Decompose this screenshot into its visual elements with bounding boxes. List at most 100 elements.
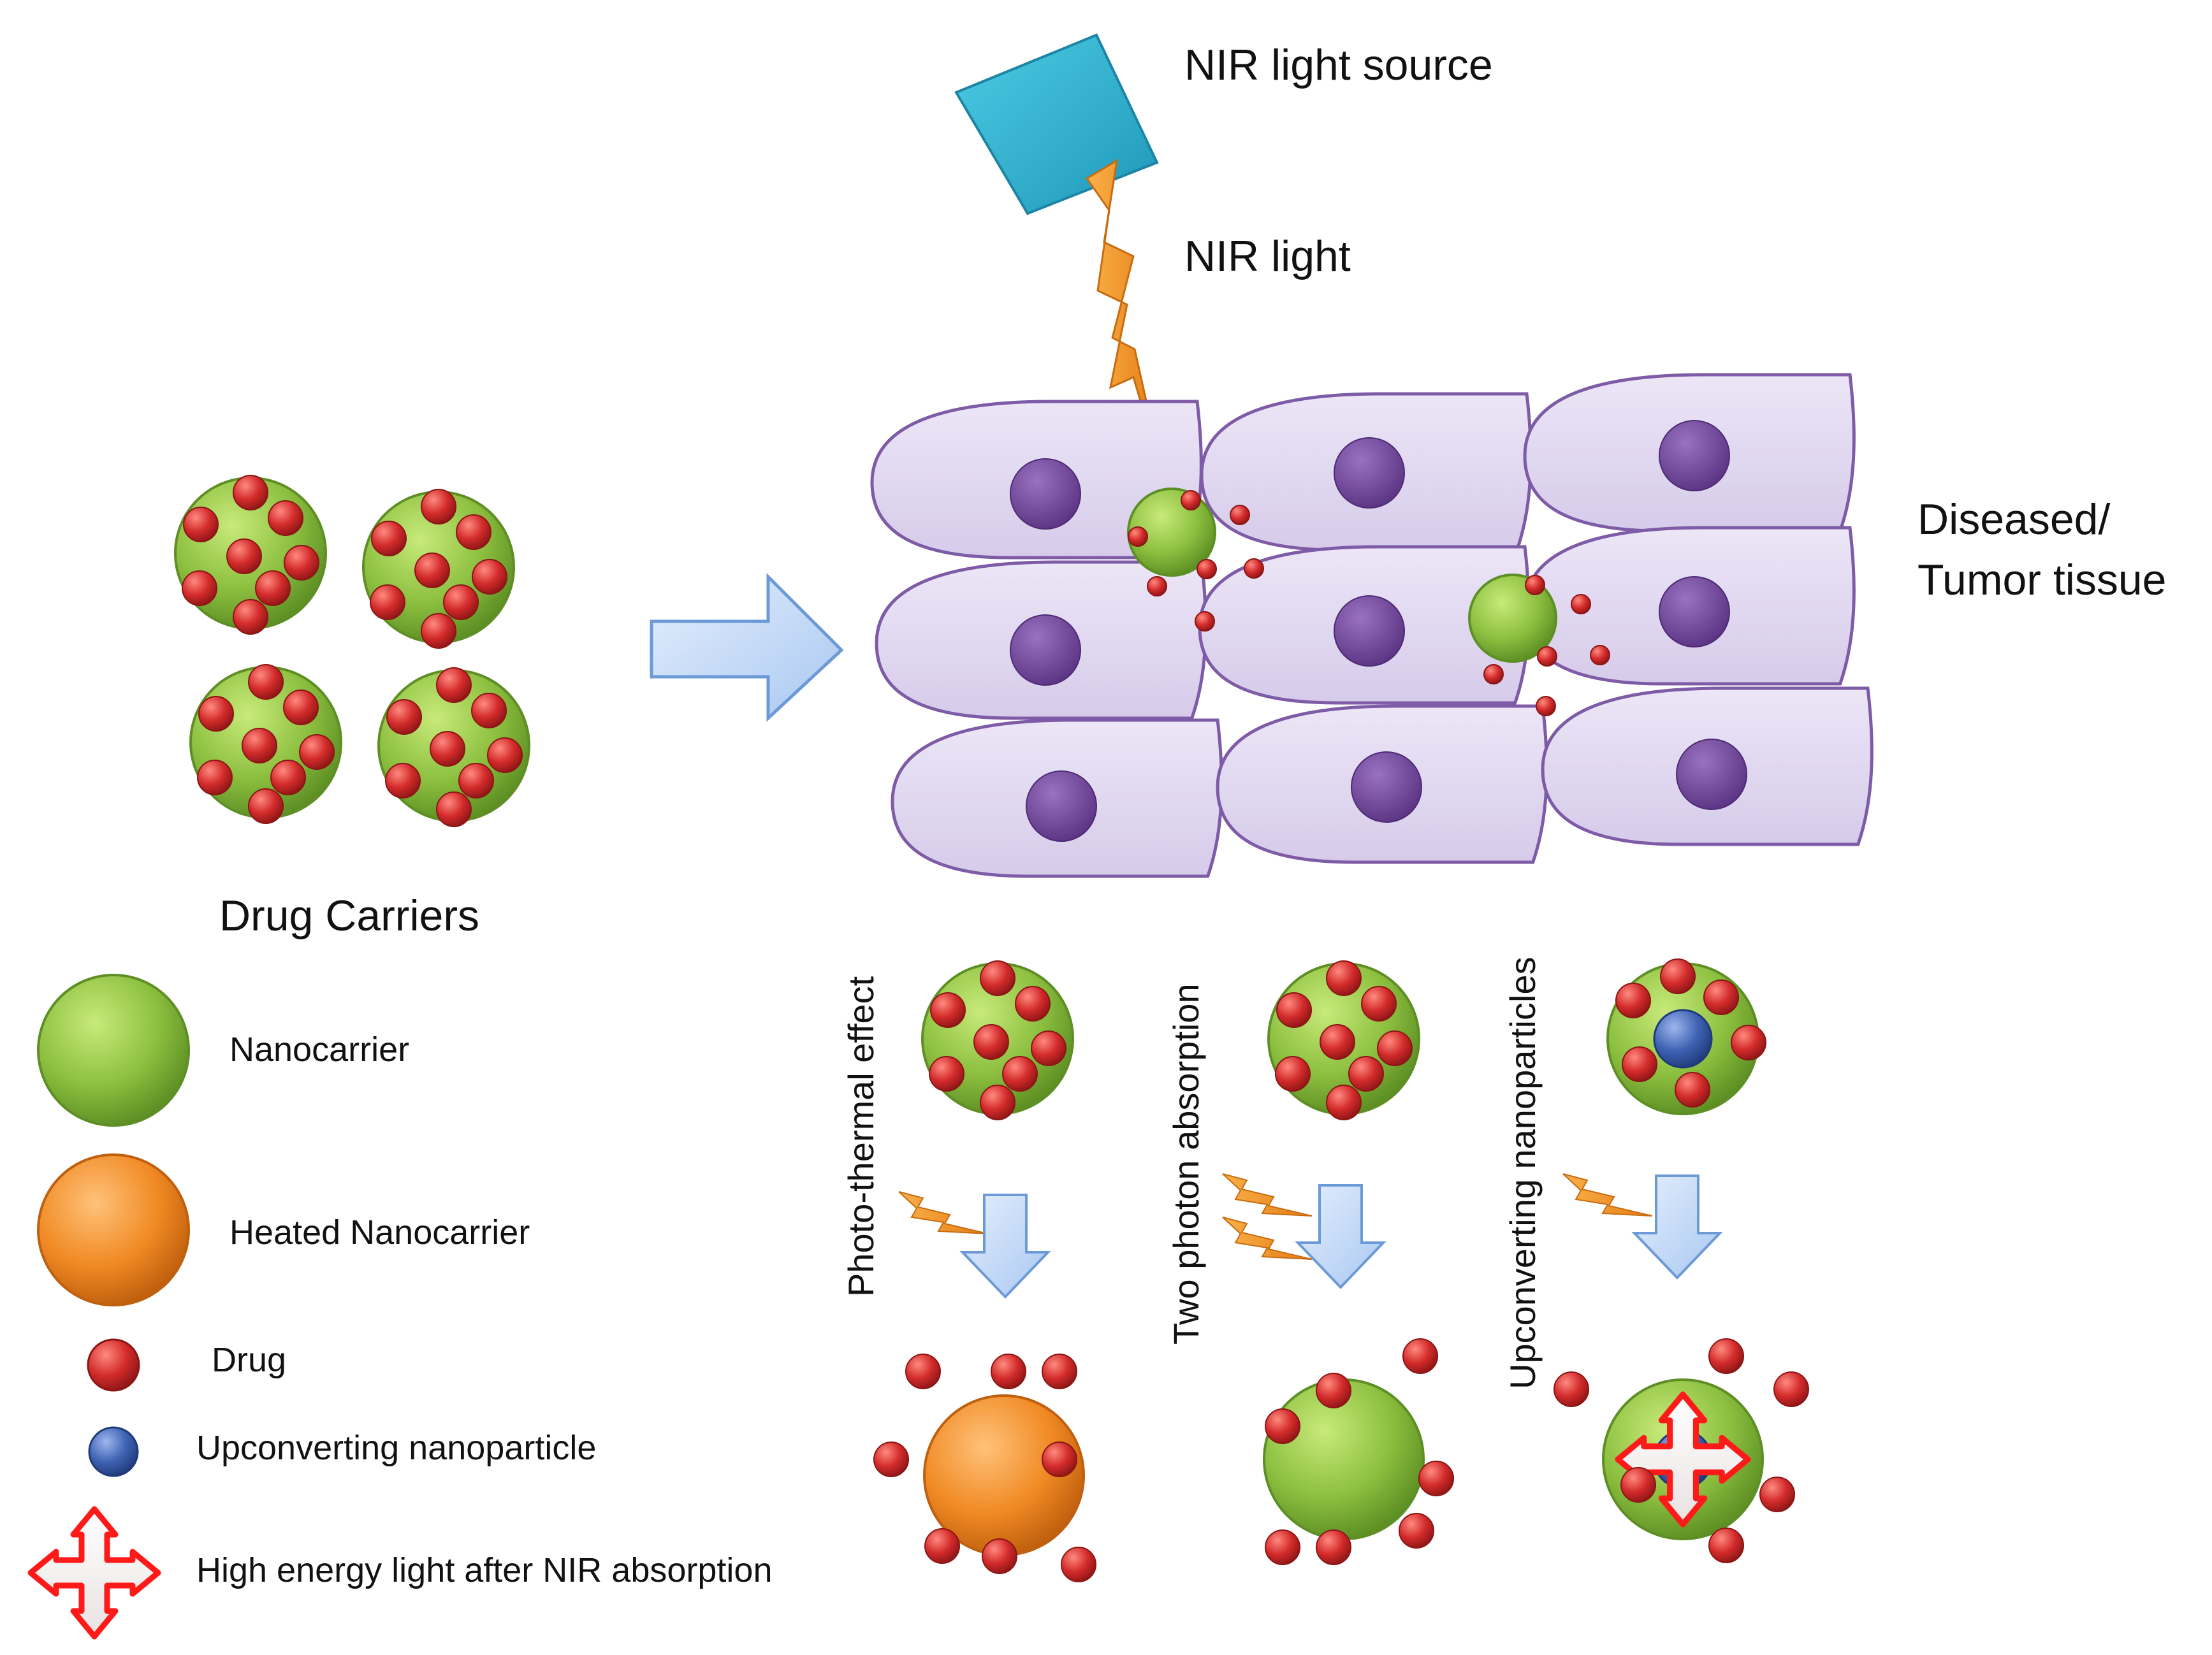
- nanocarrier-icon: [1127, 488, 1216, 577]
- cell-nucleus: [1334, 437, 1405, 509]
- delivery-arrow-icon: [650, 572, 844, 722]
- cell-nucleus: [1010, 614, 1081, 686]
- drug-icon: [421, 489, 456, 524]
- upconverting-nanoparticle-icon: [88, 1426, 139, 1477]
- drug-icon: [905, 1354, 941, 1389]
- mechanism-label-photothermal: Photo-thermal effect: [841, 976, 881, 1297]
- drug-icon: [1244, 558, 1264, 579]
- drug-icon: [198, 696, 234, 732]
- drug-icon: [1759, 1477, 1795, 1512]
- heated-nanocarrier-icon: [37, 1153, 190, 1306]
- drug-icon: [1622, 1046, 1657, 1082]
- drug-icon: [1031, 1030, 1066, 1066]
- drug-icon: [283, 690, 319, 725]
- drug-icon: [1002, 1056, 1038, 1092]
- drug-icon: [930, 992, 966, 1028]
- drug-icon: [1620, 1467, 1656, 1503]
- drug-icon: [1615, 983, 1651, 1018]
- drug-icon: [1703, 979, 1739, 1015]
- drug-icon: [197, 760, 233, 795]
- tissue-cell: [1523, 526, 1856, 686]
- drug-icon: [1275, 1056, 1311, 1092]
- nir-light-label: NIR light: [1184, 232, 1351, 280]
- legend-label-nanocarrier: Nanocarrier: [229, 1030, 409, 1069]
- tumor-tissue: [870, 373, 1874, 878]
- drug-icon: [242, 728, 277, 763]
- drug-icon: [443, 584, 479, 620]
- drug-icon: [991, 1354, 1026, 1389]
- drug-icon: [1590, 645, 1610, 665]
- high-energy-light-icon: [27, 1506, 161, 1640]
- drug-icon: [1536, 696, 1556, 716]
- drug-icon: [982, 1538, 1017, 1574]
- drug-icon: [1265, 1408, 1300, 1444]
- cell-nucleus: [1659, 576, 1730, 647]
- drug-icon: [973, 1024, 1009, 1060]
- drug-icon: [233, 475, 268, 510]
- drug-icon: [1402, 1338, 1438, 1374]
- cell-nucleus: [1026, 770, 1097, 842]
- drug-icon: [1326, 1085, 1362, 1120]
- drug-icon: [182, 570, 217, 606]
- down-arrow-icon: [1295, 1184, 1386, 1289]
- drug-carriers-cluster: [174, 475, 530, 827]
- legend-label-drug: Drug: [212, 1341, 286, 1379]
- drug-icon: [248, 664, 284, 700]
- nir-source-label: NIR light source: [1184, 41, 1493, 89]
- mechanisms: [873, 958, 1809, 1582]
- drug-icon: [233, 599, 268, 635]
- drug-icon: [284, 545, 319, 581]
- drug-icon: [436, 791, 472, 827]
- high-energy-light-icon: [27, 1506, 161, 1640]
- legend-label-high-energy-light: High energy light after NIR absorption: [196, 1551, 772, 1589]
- drug-icon: [873, 1442, 909, 1477]
- drug-icon: [487, 737, 523, 773]
- drug-icon: [248, 788, 284, 824]
- drug-icon: [1708, 1338, 1744, 1374]
- legend: Nanocarrier Heated Nanocarrier Drug Upco…: [27, 974, 772, 1640]
- drug-icon: [386, 699, 422, 735]
- drug-icon: [472, 559, 507, 595]
- drug-icon: [1061, 1547, 1096, 1582]
- upconverting-nanoparticle-icon: [1653, 1009, 1713, 1069]
- drug-icon: [430, 731, 465, 767]
- drug-icon: [1181, 490, 1201, 510]
- drug-icon: [1348, 1056, 1384, 1092]
- drug-icon: [1042, 1354, 1077, 1389]
- drug-icon: [270, 760, 306, 795]
- drug-icon: [980, 1085, 1015, 1120]
- drug-icon: [385, 763, 421, 799]
- tissue-label-line2: Tumor tissue: [1917, 556, 2166, 604]
- legend-label-upconverting-nanoparticle: Upconverting nanoparticle: [196, 1429, 596, 1467]
- tissue-cell: [1216, 704, 1548, 864]
- drug-icon: [1361, 986, 1397, 1022]
- drug-icon: [471, 693, 507, 728]
- drug-icon: [924, 1528, 960, 1564]
- mechanism-label-upconverting: Upconverting nanoparticles: [1503, 957, 1543, 1389]
- down-arrow-icon: [959, 1194, 1051, 1299]
- tissue-cell: [1541, 686, 1874, 846]
- tissue-cell: [891, 718, 1223, 878]
- drug-icon: [929, 1056, 964, 1092]
- drug-icon: [183, 507, 219, 542]
- mechanism-photothermal: [873, 960, 1096, 1582]
- drug-icon: [226, 538, 262, 574]
- drug-icon: [414, 553, 450, 588]
- drug-icon: [1197, 559, 1217, 579]
- drug-icon: [1571, 594, 1591, 614]
- drug-icon: [371, 521, 407, 556]
- drug-icon: [87, 1338, 140, 1392]
- mechanism-label-two-photon: Two photon absorption: [1166, 983, 1206, 1345]
- drug-icon: [1265, 1529, 1300, 1565]
- drug-icon: [1015, 986, 1051, 1022]
- drug-icon: [1316, 1373, 1351, 1408]
- drug-icon: [1525, 575, 1545, 595]
- drug-icon: [1377, 1030, 1413, 1066]
- nir-light-source: [954, 33, 1159, 215]
- mechanism-upconverting: [1553, 958, 1809, 1563]
- tissue-cell: [1523, 373, 1856, 533]
- drug-icon: [1316, 1529, 1351, 1565]
- drug-icon: [1483, 664, 1504, 684]
- drug-icon: [1708, 1528, 1744, 1563]
- drug-icon: [1195, 611, 1215, 632]
